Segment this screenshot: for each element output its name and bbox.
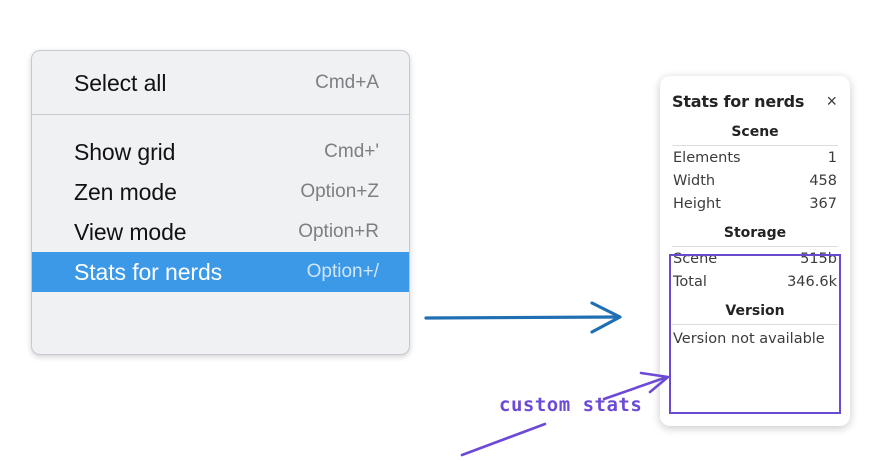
note-underline-stroke	[460, 422, 547, 457]
stats-row-storage-scene: Scene 515b	[669, 247, 841, 270]
menu-item-label: View mode	[74, 218, 187, 245]
menu-item-zen-mode[interactable]: Zen mode Option+Z	[32, 172, 409, 212]
stats-row-height: Height 367	[669, 192, 841, 215]
menu-item-select-all[interactable]: Select all Cmd+A	[32, 63, 409, 103]
context-menu[interactable]: Select all Cmd+A Show grid Cmd+' Zen mod…	[31, 50, 410, 355]
section-heading-scene: Scene	[731, 124, 779, 140]
menu-item-label: Stats for nerds	[74, 258, 223, 285]
close-icon[interactable]: ×	[826, 91, 837, 111]
menu-item-label: Show grid	[74, 138, 176, 165]
stats-panel-header: Stats for nerds ×	[669, 88, 841, 114]
menu-item-label: Select all	[74, 69, 167, 96]
stats-row-value: 346.6k	[787, 274, 837, 290]
section-divider	[672, 145, 838, 146]
section-divider	[672, 246, 838, 247]
arrow-menu-to-panel	[424, 301, 622, 334]
section-divider	[672, 324, 838, 325]
stats-row-label: Height	[673, 196, 721, 212]
stats-row-value: 1	[827, 150, 837, 166]
menu-item-show-grid[interactable]: Show grid Cmd+'	[32, 132, 409, 172]
stats-row-elements: Elements 1	[669, 146, 841, 169]
menu-item-shortcut: Cmd+'	[324, 141, 379, 162]
menu-group-primary: Select all Cmd+A	[32, 51, 409, 115]
annotation-note-custom-stats: custom stats	[499, 394, 643, 416]
stats-row-width: Width 458	[669, 169, 841, 192]
stats-panel-title: Stats for nerds	[672, 91, 805, 111]
menu-item-shortcut: Option+Z	[300, 181, 379, 202]
menu-item-stats-for-nerds[interactable]: Stats for nerds Option+/	[32, 252, 409, 292]
stats-for-nerds-panel: Stats for nerds × Scene Elements 1 Width…	[660, 76, 850, 426]
section-heading-version: Version	[725, 303, 785, 319]
stats-row-label: Elements	[673, 150, 741, 166]
menu-item-shortcut: Cmd+A	[315, 72, 379, 93]
stats-row-label: Width	[673, 173, 716, 189]
menu-item-view-mode[interactable]: View mode Option+R	[32, 212, 409, 252]
stats-row-value: 458	[809, 173, 837, 189]
stats-row-label: Scene	[673, 251, 718, 267]
menu-item-label: Zen mode	[74, 178, 177, 205]
menu-group-view-options: Show grid Cmd+' Zen mode Option+Z View m…	[32, 115, 409, 302]
version-note: Version not available	[673, 331, 825, 347]
menu-item-shortcut: Option+/	[306, 261, 379, 282]
stats-row-storage-total: Total 346.6k	[669, 270, 841, 293]
stats-row-value: 367	[809, 196, 837, 212]
stats-row-label: Total	[673, 274, 707, 290]
stats-row-value: 515b	[800, 251, 837, 267]
menu-item-shortcut: Option+R	[298, 221, 379, 242]
section-heading-storage: Storage	[723, 225, 787, 241]
